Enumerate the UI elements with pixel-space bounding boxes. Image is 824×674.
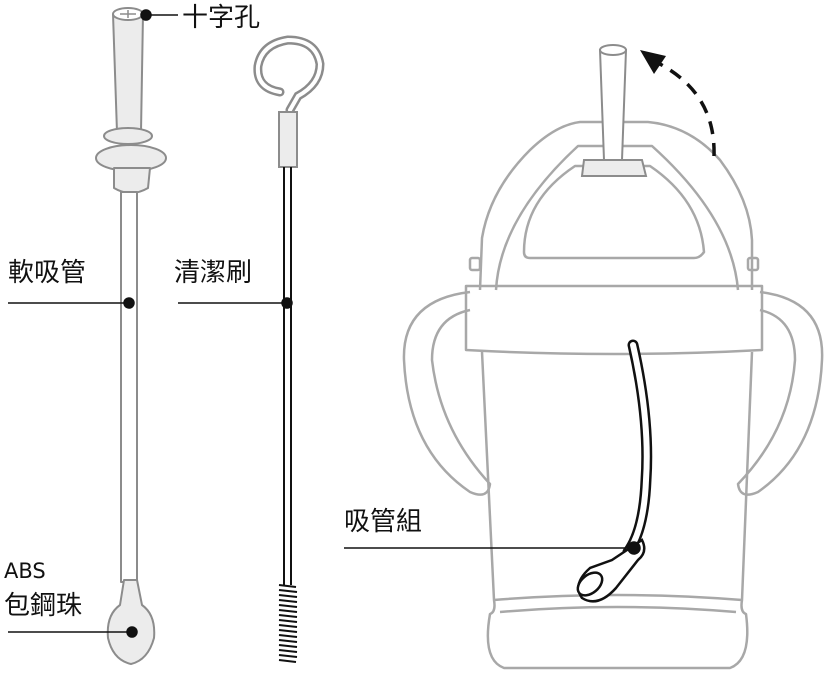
straw-collar-top xyxy=(103,127,153,145)
cup-lid-window xyxy=(522,164,706,260)
sippy-cup xyxy=(402,120,824,670)
label-cleaning-brush: 清潔刷 xyxy=(174,258,252,288)
brush-handle-grip xyxy=(278,111,298,168)
label-abs: ABS xyxy=(4,559,46,583)
label-soft-straw: 軟吸管 xyxy=(8,258,86,288)
cup-handle-left xyxy=(402,290,492,496)
cup-straw-top xyxy=(580,44,648,177)
cup-handle-right xyxy=(736,290,824,496)
abs-steel-ball xyxy=(106,579,156,665)
straw-mouthpiece xyxy=(112,9,144,136)
cup-lid-hood xyxy=(478,120,754,291)
straw-tube xyxy=(120,191,138,583)
cup-body xyxy=(480,351,754,670)
soft-straw-part xyxy=(95,7,167,665)
cleaning-brush-part xyxy=(253,35,325,663)
brush-bristles xyxy=(278,584,298,663)
leader-lines xyxy=(8,9,641,638)
label-straw-set: 吸管組 xyxy=(344,507,422,537)
label-cross-hole: 十字孔 xyxy=(182,3,260,33)
flip-up-arrow-icon xyxy=(640,50,716,157)
label-steel-ball: 包鋼珠 xyxy=(4,591,82,621)
cup-collar-ring xyxy=(464,284,764,356)
cup-straw-set xyxy=(576,339,653,603)
